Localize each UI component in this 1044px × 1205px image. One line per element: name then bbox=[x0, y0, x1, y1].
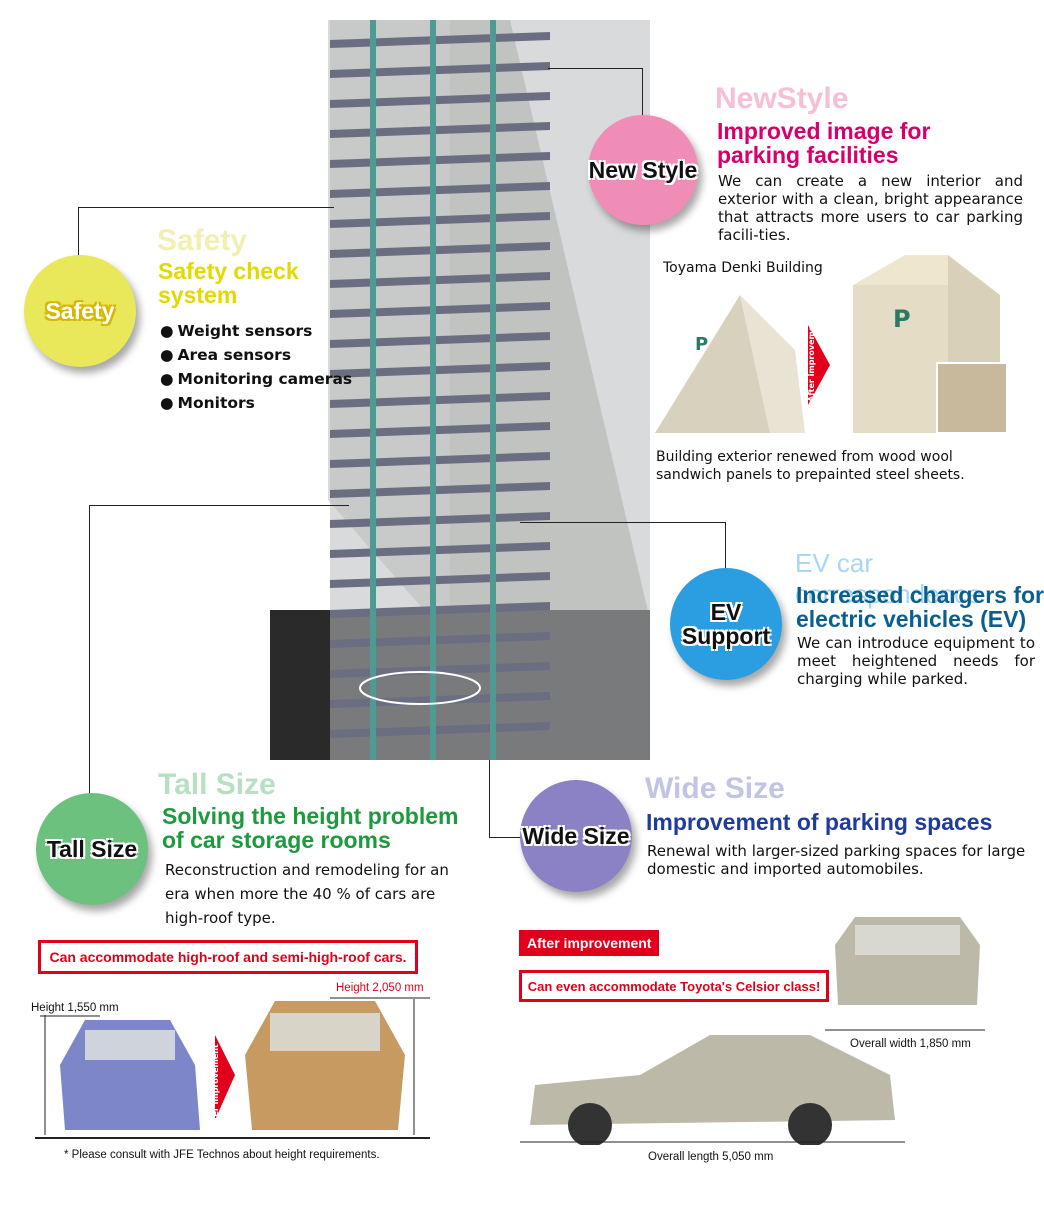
overall-length: Overall length 5,050 mm bbox=[648, 1151, 774, 1163]
safety-circle: Safety bbox=[24, 255, 136, 367]
new-style-heading: Improved image for parking facilities bbox=[717, 118, 931, 169]
ev-heading: Increased chargers for electric vehicles… bbox=[796, 582, 1044, 633]
safety-heading: Safety check system bbox=[158, 258, 299, 309]
car-height-comparison bbox=[35, 997, 430, 1139]
safety-item: Weight sensors bbox=[160, 319, 352, 343]
new-style-circle: New Style bbox=[588, 115, 698, 225]
parking-tower-illustration bbox=[270, 20, 650, 760]
tall-body: Reconstruction and remodeling for an era… bbox=[165, 861, 449, 927]
safety-item: Monitors bbox=[160, 391, 352, 415]
car-arrow-label: After improvement bbox=[211, 1044, 220, 1130]
building-arrow-label: After improvement bbox=[807, 316, 816, 402]
sedan-dimension-illustration bbox=[520, 917, 985, 1145]
new-style-ghost-title: NewStyle bbox=[715, 82, 849, 115]
wide-callout: Can even accommodate Toyota's Celsior cl… bbox=[519, 970, 829, 1002]
ev-circle: EV Support bbox=[670, 568, 782, 680]
ev-ghost-title: EV car correspondence bbox=[795, 548, 982, 609]
svg-text:P: P bbox=[695, 334, 708, 355]
safety-ghost-title: Safety bbox=[157, 224, 248, 257]
wide-heading: Improvement of parking spaces bbox=[646, 809, 993, 835]
tall-circle: Tall Size bbox=[36, 793, 148, 905]
ev-body: We can introduce equipment to meet heigh… bbox=[797, 634, 1035, 688]
tall-callout: Can accommodate high-roof and semi-high-… bbox=[38, 940, 418, 974]
after-improvement-badge: After improvement bbox=[519, 930, 660, 956]
height-after: Height 2,050 mm bbox=[336, 982, 424, 994]
safety-item: Monitoring cameras bbox=[160, 367, 353, 391]
building-caption: Building exterior renewed from wood wool… bbox=[656, 449, 965, 483]
new-style-body: We can create a new interior and exterio… bbox=[718, 172, 1023, 244]
height-note: * Please consult with JFE Technos about … bbox=[64, 1149, 380, 1161]
overall-width: Overall width 1,850 mm bbox=[850, 1038, 971, 1050]
safety-item: Area sensors bbox=[160, 343, 352, 367]
wide-ghost-title: Wide Size bbox=[645, 772, 785, 805]
wide-circle: Wide Size bbox=[520, 780, 632, 892]
building-label: Toyama Denki Building bbox=[663, 260, 823, 276]
tall-ghost-title: Tall Size bbox=[158, 768, 276, 801]
building-before-after-photos: P P bbox=[655, 255, 1008, 434]
wide-body: Renewal with larger-sized parking spaces… bbox=[647, 842, 1026, 878]
svg-text:P: P bbox=[893, 305, 911, 333]
height-before: Height 1,550 mm bbox=[31, 1002, 119, 1014]
safety-list: Weight sensors Area sensors Monitoring c… bbox=[160, 319, 353, 415]
tall-heading: Solving the height problem of car storag… bbox=[162, 803, 459, 854]
